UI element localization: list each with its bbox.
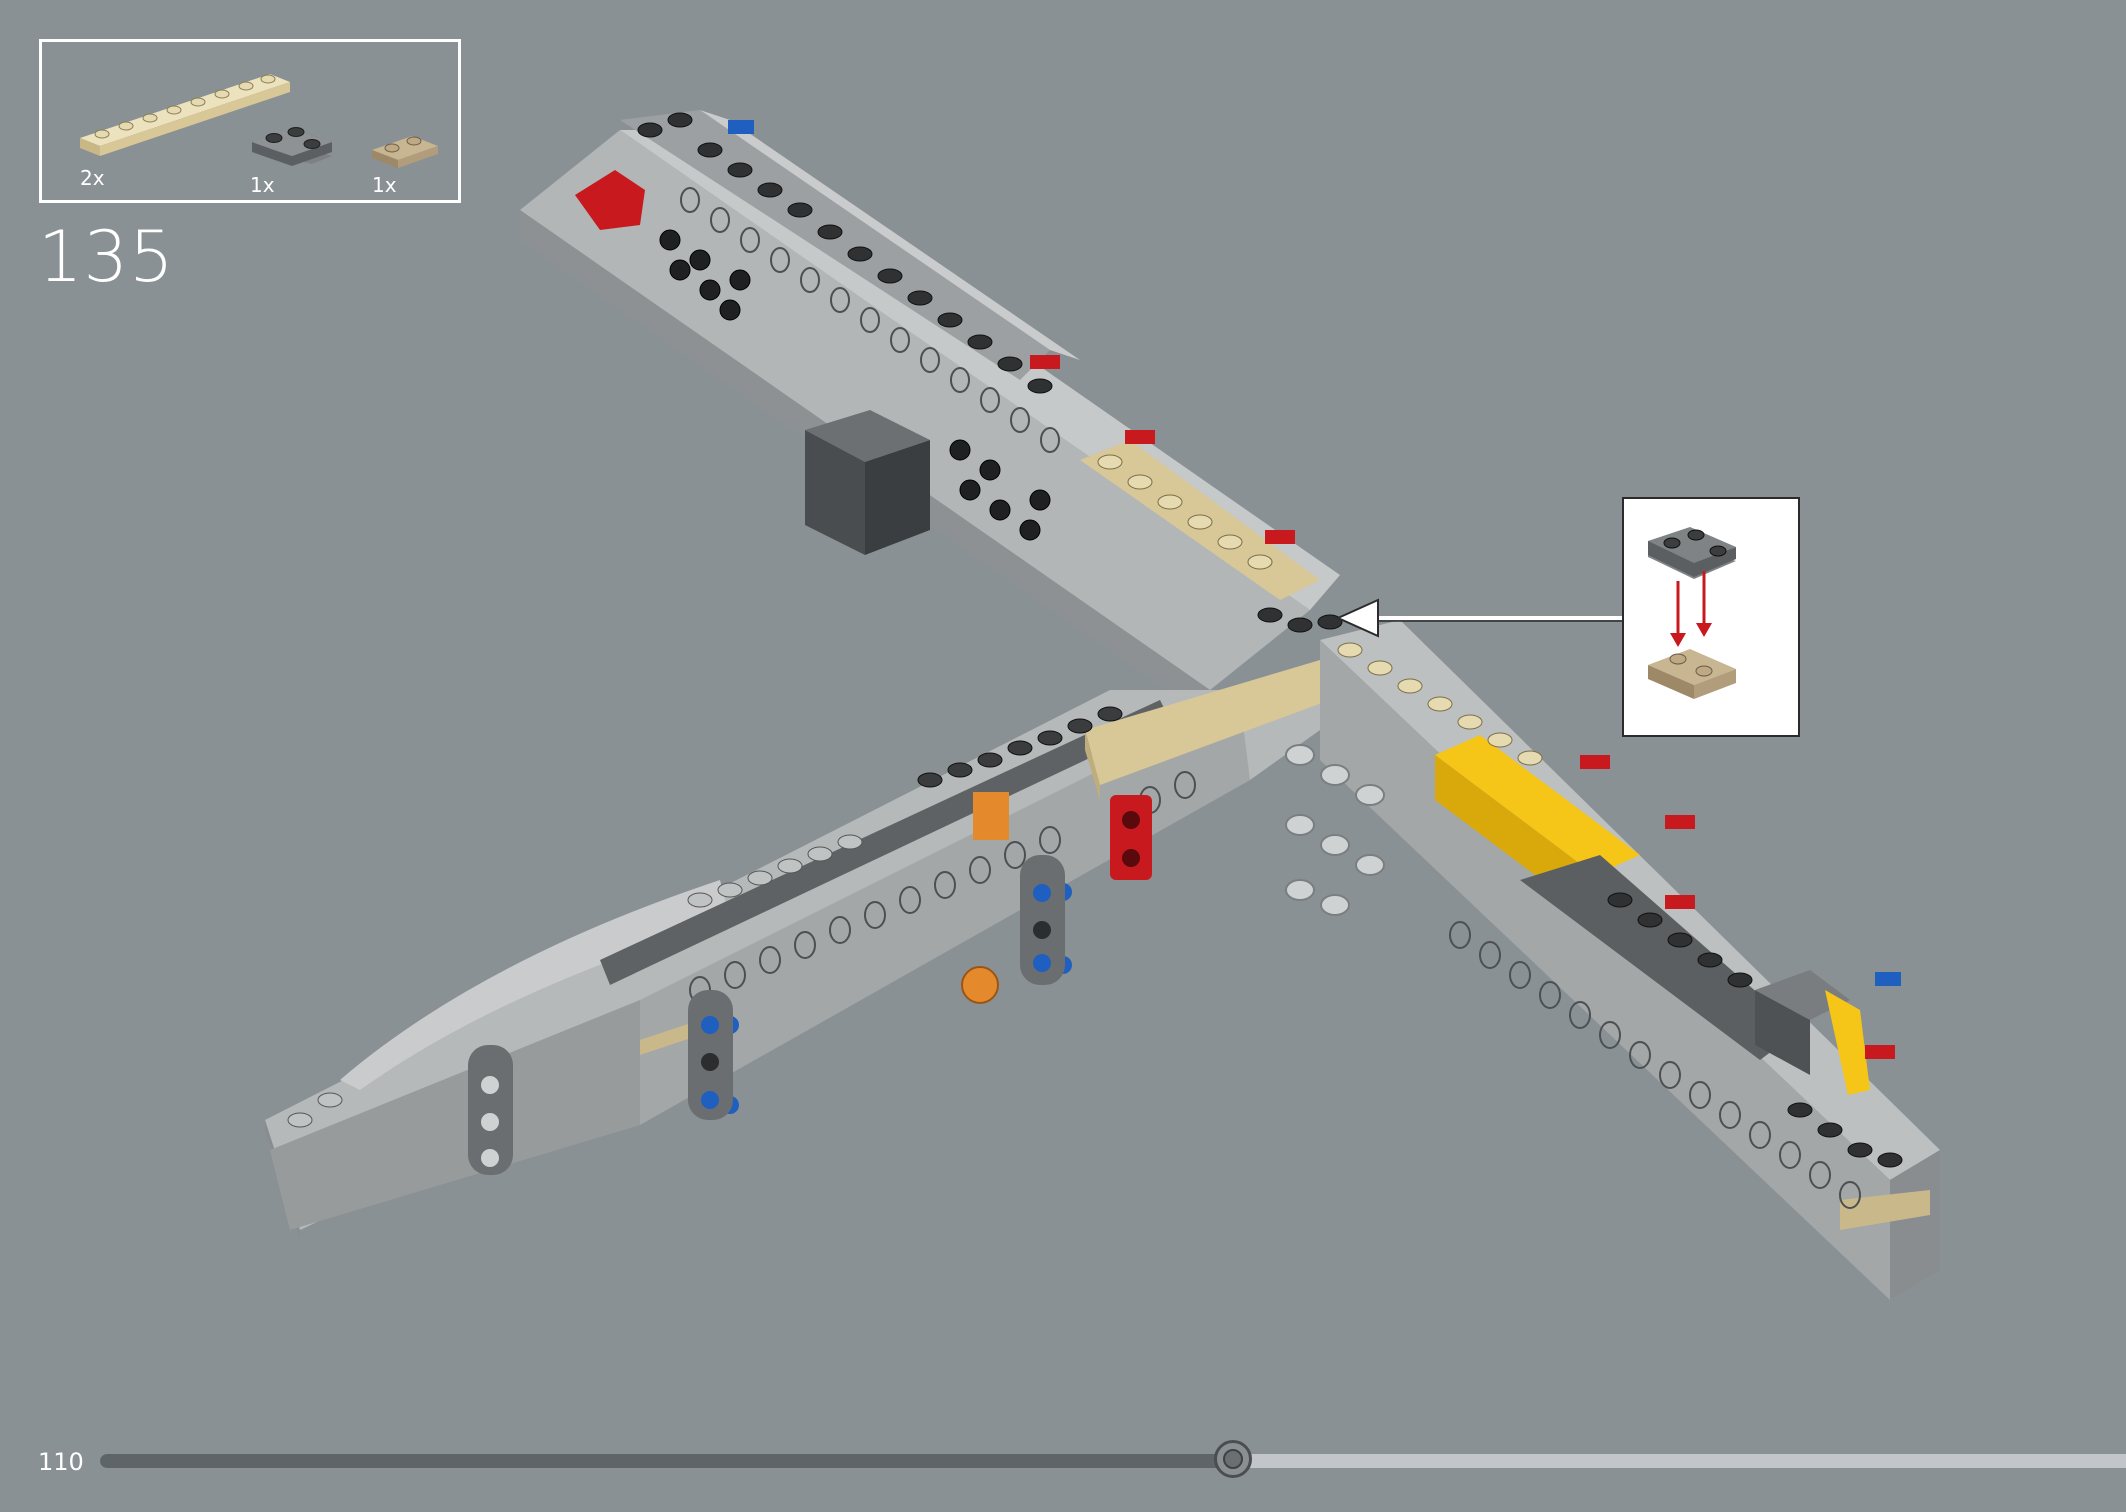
right-arm-holes: [1449, 921, 1861, 1209]
right-arm-dark-studs: [1607, 892, 1903, 1168]
lower-arm-studs: [917, 706, 1123, 788]
part-quantity-dark-tan-plate: 1x: [372, 173, 397, 197]
upper-beam: [520, 130, 1340, 720]
progress-knob[interactable]: [1214, 1440, 1252, 1478]
progress-fill: [100, 1454, 1235, 1468]
upper-beam-tan-studs: [1097, 454, 1273, 570]
upper-beam-holes: [680, 187, 1060, 453]
sub-assembly-callout: [1622, 497, 1800, 737]
sub-red-down-arrows: [1670, 571, 1712, 647]
red-axle-pins: [1030, 355, 1895, 1059]
red-beam-vertical: [1110, 795, 1152, 880]
part-quantity-tan-plate: 2x: [80, 166, 105, 190]
sub-assembly-illustration: [1648, 527, 1736, 699]
orange-tile: [973, 792, 1009, 840]
sub-dark-tan-plate: [1648, 649, 1736, 699]
black-pin-clusters: [659, 229, 1051, 541]
dark-tan-plate-1x2-part: [372, 136, 438, 168]
orange-bush: [961, 966, 999, 1004]
page-number: 110: [38, 1448, 84, 1476]
lower-arm-gray-studs: [287, 834, 863, 1128]
part-quantity-corner-plate: 1x: [250, 173, 275, 197]
sub-corner-plate: [1648, 527, 1736, 579]
step-number: 135: [38, 216, 175, 298]
dark-gray-block: [805, 410, 930, 555]
liftarm-vertical: [468, 855, 1065, 1175]
callout-pointer-arrow: [1335, 598, 1624, 638]
parts-callout: 2x 1x 1x: [39, 39, 461, 203]
translucent-pins-cluster: [1285, 744, 1385, 916]
dark-gray-corner-plate-part: [252, 127, 332, 166]
right-arm-studs: [1337, 642, 1543, 766]
upper-beam-top-bricks: [620, 110, 1080, 380]
parts-illustration: [80, 74, 438, 168]
lower-left-arm: [265, 660, 1330, 1240]
added-dark-plate-studs: [1257, 607, 1343, 633]
upper-beam-studs: [637, 112, 1053, 394]
tan-plate-1x8-part: [80, 74, 290, 156]
progress-bar: [100, 1440, 2126, 1478]
red-corner-brick: [575, 170, 645, 230]
